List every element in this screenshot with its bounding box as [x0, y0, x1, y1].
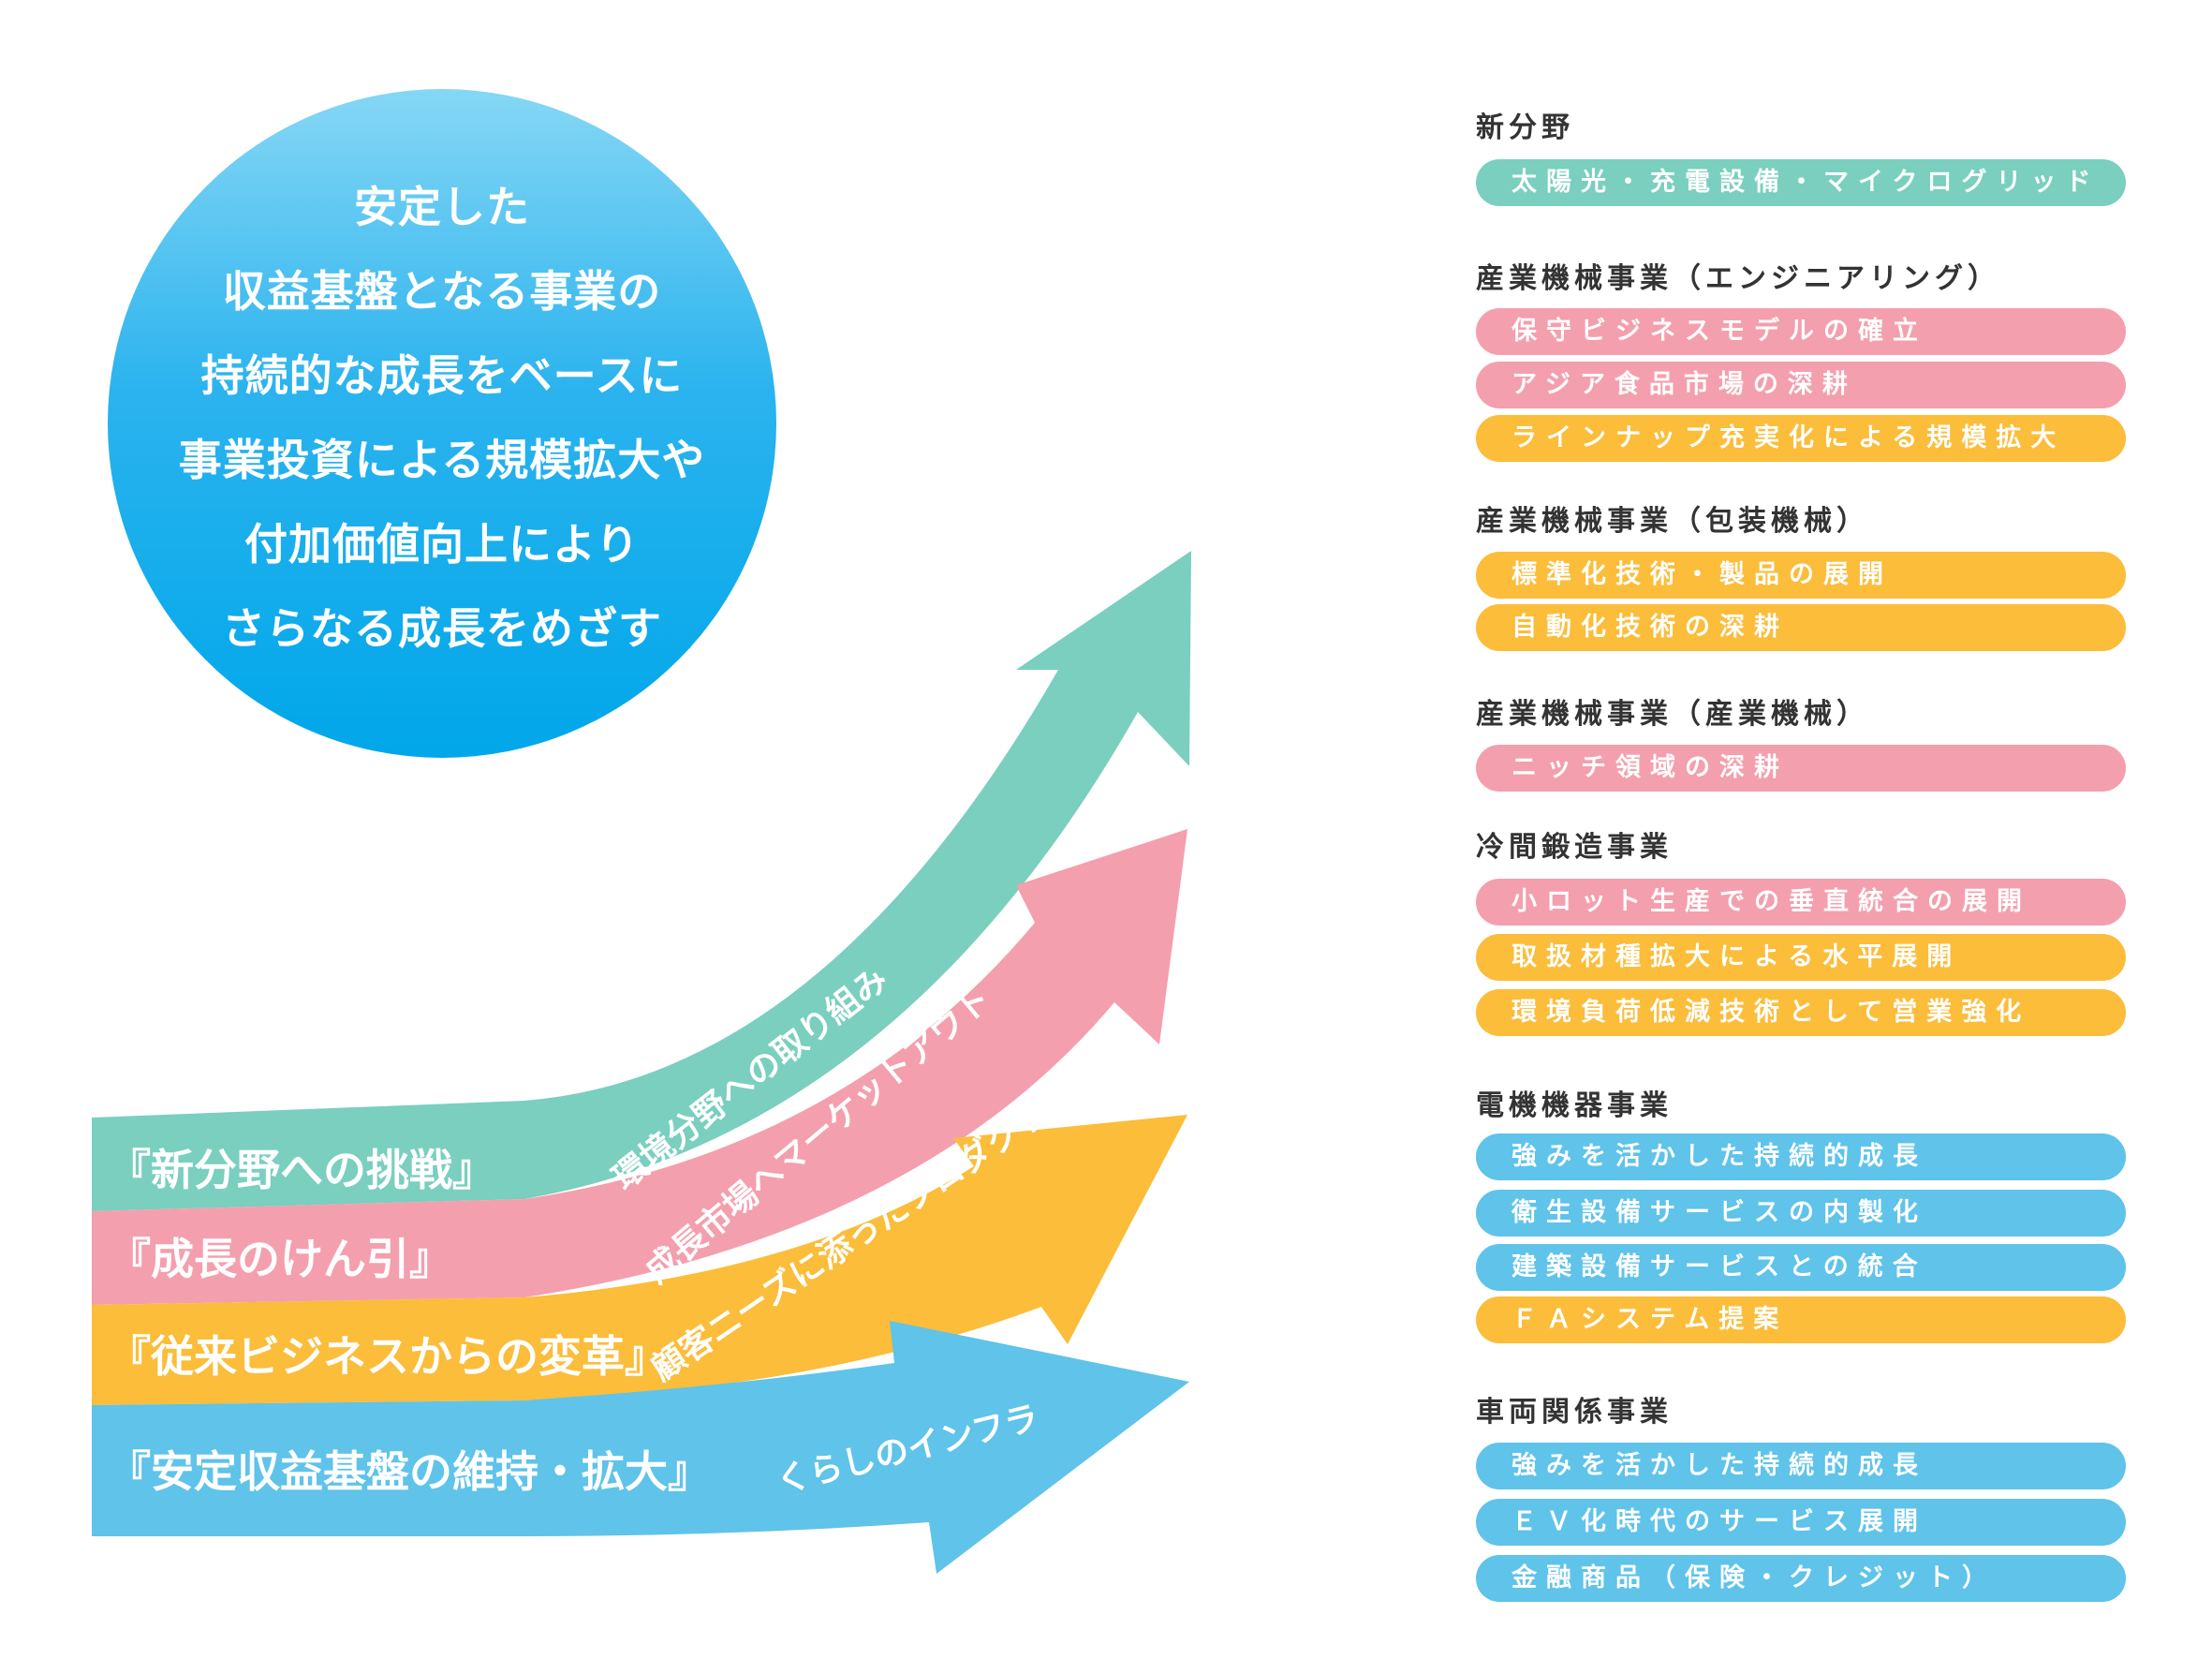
circle-text-line: 付加価値向上により	[243, 519, 641, 570]
pill-item: 取扱材種拡大による水平展開	[1476, 934, 2126, 981]
circle-text-line: 事業投資による規模拡大や	[178, 435, 706, 485]
label-growth-driver: 『成長のけん引』	[108, 1234, 452, 1284]
label-business-transformation: 『従来ビジネスからの変革』	[108, 1331, 668, 1382]
circle-text-line: さらなる成長をめざす	[222, 603, 662, 654]
pill-item: 金融商品（保険・クレジット）	[1476, 1555, 2126, 1602]
pill-item: 保守ビジネスモデルの確立	[1476, 308, 2126, 355]
pill-item: 建築設備サービスとの統合	[1476, 1244, 2126, 1291]
circle-text-line: 持続的な成長をベースに	[200, 350, 684, 401]
label-new-field-challenge: 『新分野への挑戦』	[108, 1145, 495, 1195]
section-title-electrical: 電機機器事業	[1476, 1089, 1673, 1122]
blue-arrow	[92, 1321, 1189, 1574]
section-title-engineering: 産業機械事業（エンジニアリング）	[1476, 262, 2000, 295]
section-title-industrial: 産業機械事業（産業機械）	[1476, 698, 1869, 731]
section-title-new-field: 新分野	[1476, 111, 1574, 144]
green-arrow	[92, 551, 1191, 1211]
pill-item: 強みを活かした持続的成長	[1476, 1133, 2126, 1180]
pill-item: 強みを活かした持続的成長	[1476, 1443, 2126, 1489]
pill-item: 環境負荷低減技術として営業強化	[1476, 989, 2126, 1036]
pill-item: ラインナップ充実化による規模拡大	[1476, 415, 2126, 462]
section-title-vehicles: 車両関係事業	[1476, 1396, 1673, 1429]
section-title-cold-forging: 冷間鍛造事業	[1476, 831, 1673, 864]
label-stable-earnings-base: 『安定収益基盤の維持・拡大』	[108, 1446, 711, 1497]
pill-item: 標準化技術・製品の展開	[1476, 552, 2126, 599]
pill-item: 衛生設備サービスの内製化	[1476, 1190, 2126, 1237]
circle-text-line: 安定した	[354, 182, 530, 232]
pill-item: ＥＶ化時代のサービス展開	[1476, 1499, 2126, 1546]
section-title-packaging: 産業機械事業（包装機械）	[1476, 505, 1869, 538]
pill-item: 太陽光・充電設備・マイクログリッド	[1476, 159, 2126, 206]
pill-item: アジア食品市場の深耕	[1476, 362, 2126, 408]
pill-item: ＦＡシステム提案	[1476, 1296, 2126, 1343]
strategy-circle: 安定した 収益基盤となる事業の 持続的な成長をベースに 事業投資による規模拡大や…	[108, 89, 776, 758]
pill-item: ニッチ領域の深耕	[1476, 745, 2126, 792]
pill-item: 小ロット生産での垂直統合の展開	[1476, 879, 2126, 926]
circle-text-line: 収益基盤となる事業の	[222, 266, 662, 317]
pill-item: 自動化技術の深耕	[1476, 604, 2126, 651]
pink-arrow	[92, 829, 1187, 1305]
